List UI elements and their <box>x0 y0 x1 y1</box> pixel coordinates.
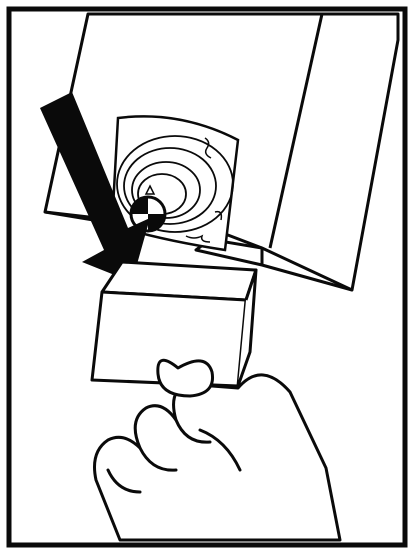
instruction-illustration <box>0 0 417 554</box>
illustration-frame <box>0 0 417 554</box>
